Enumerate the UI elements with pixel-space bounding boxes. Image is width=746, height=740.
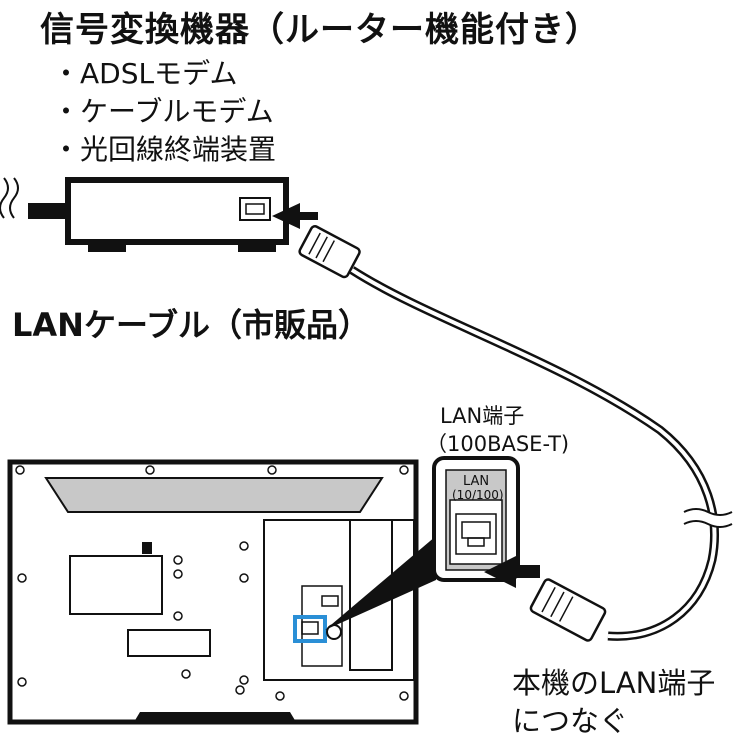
panel-speed-text: (10/100): [452, 488, 504, 502]
device-type-cable: ・ケーブルモデム: [52, 95, 274, 128]
power-cord: [28, 203, 70, 219]
tv-lan-port-highlight: [293, 615, 327, 643]
tv-port-label: LAN端子: [440, 404, 525, 428]
diagram-title: 信号変換機器（ルーター機能付き）: [40, 10, 600, 50]
lan-port-zoom-panel: [432, 456, 520, 582]
router-lan-port-icon: [239, 197, 271, 221]
tv-back-panel: [7, 459, 419, 725]
panel-lan-text: LAN: [463, 474, 490, 489]
arrow-to-router-icon: [272, 203, 318, 229]
zoom-callout: [325, 536, 436, 630]
tv-port-spec: （100BASE-T): [426, 432, 570, 456]
cable-connector-bottom: [529, 578, 607, 642]
device-type-optical: ・光回線終端装置: [52, 133, 277, 166]
instruction-line-2: につなぐ: [512, 704, 629, 738]
power-wave-icon: [0, 177, 19, 219]
cable-label: LANケーブル（市販品）: [12, 306, 371, 344]
router-device: [65, 177, 289, 252]
cable-connector-top: [298, 225, 361, 279]
device-type-adsl: ・ADSLモデム: [52, 57, 238, 90]
instruction-line-1: 本機のLAN端子: [512, 666, 716, 700]
arrow-to-tv-icon: [484, 556, 540, 588]
